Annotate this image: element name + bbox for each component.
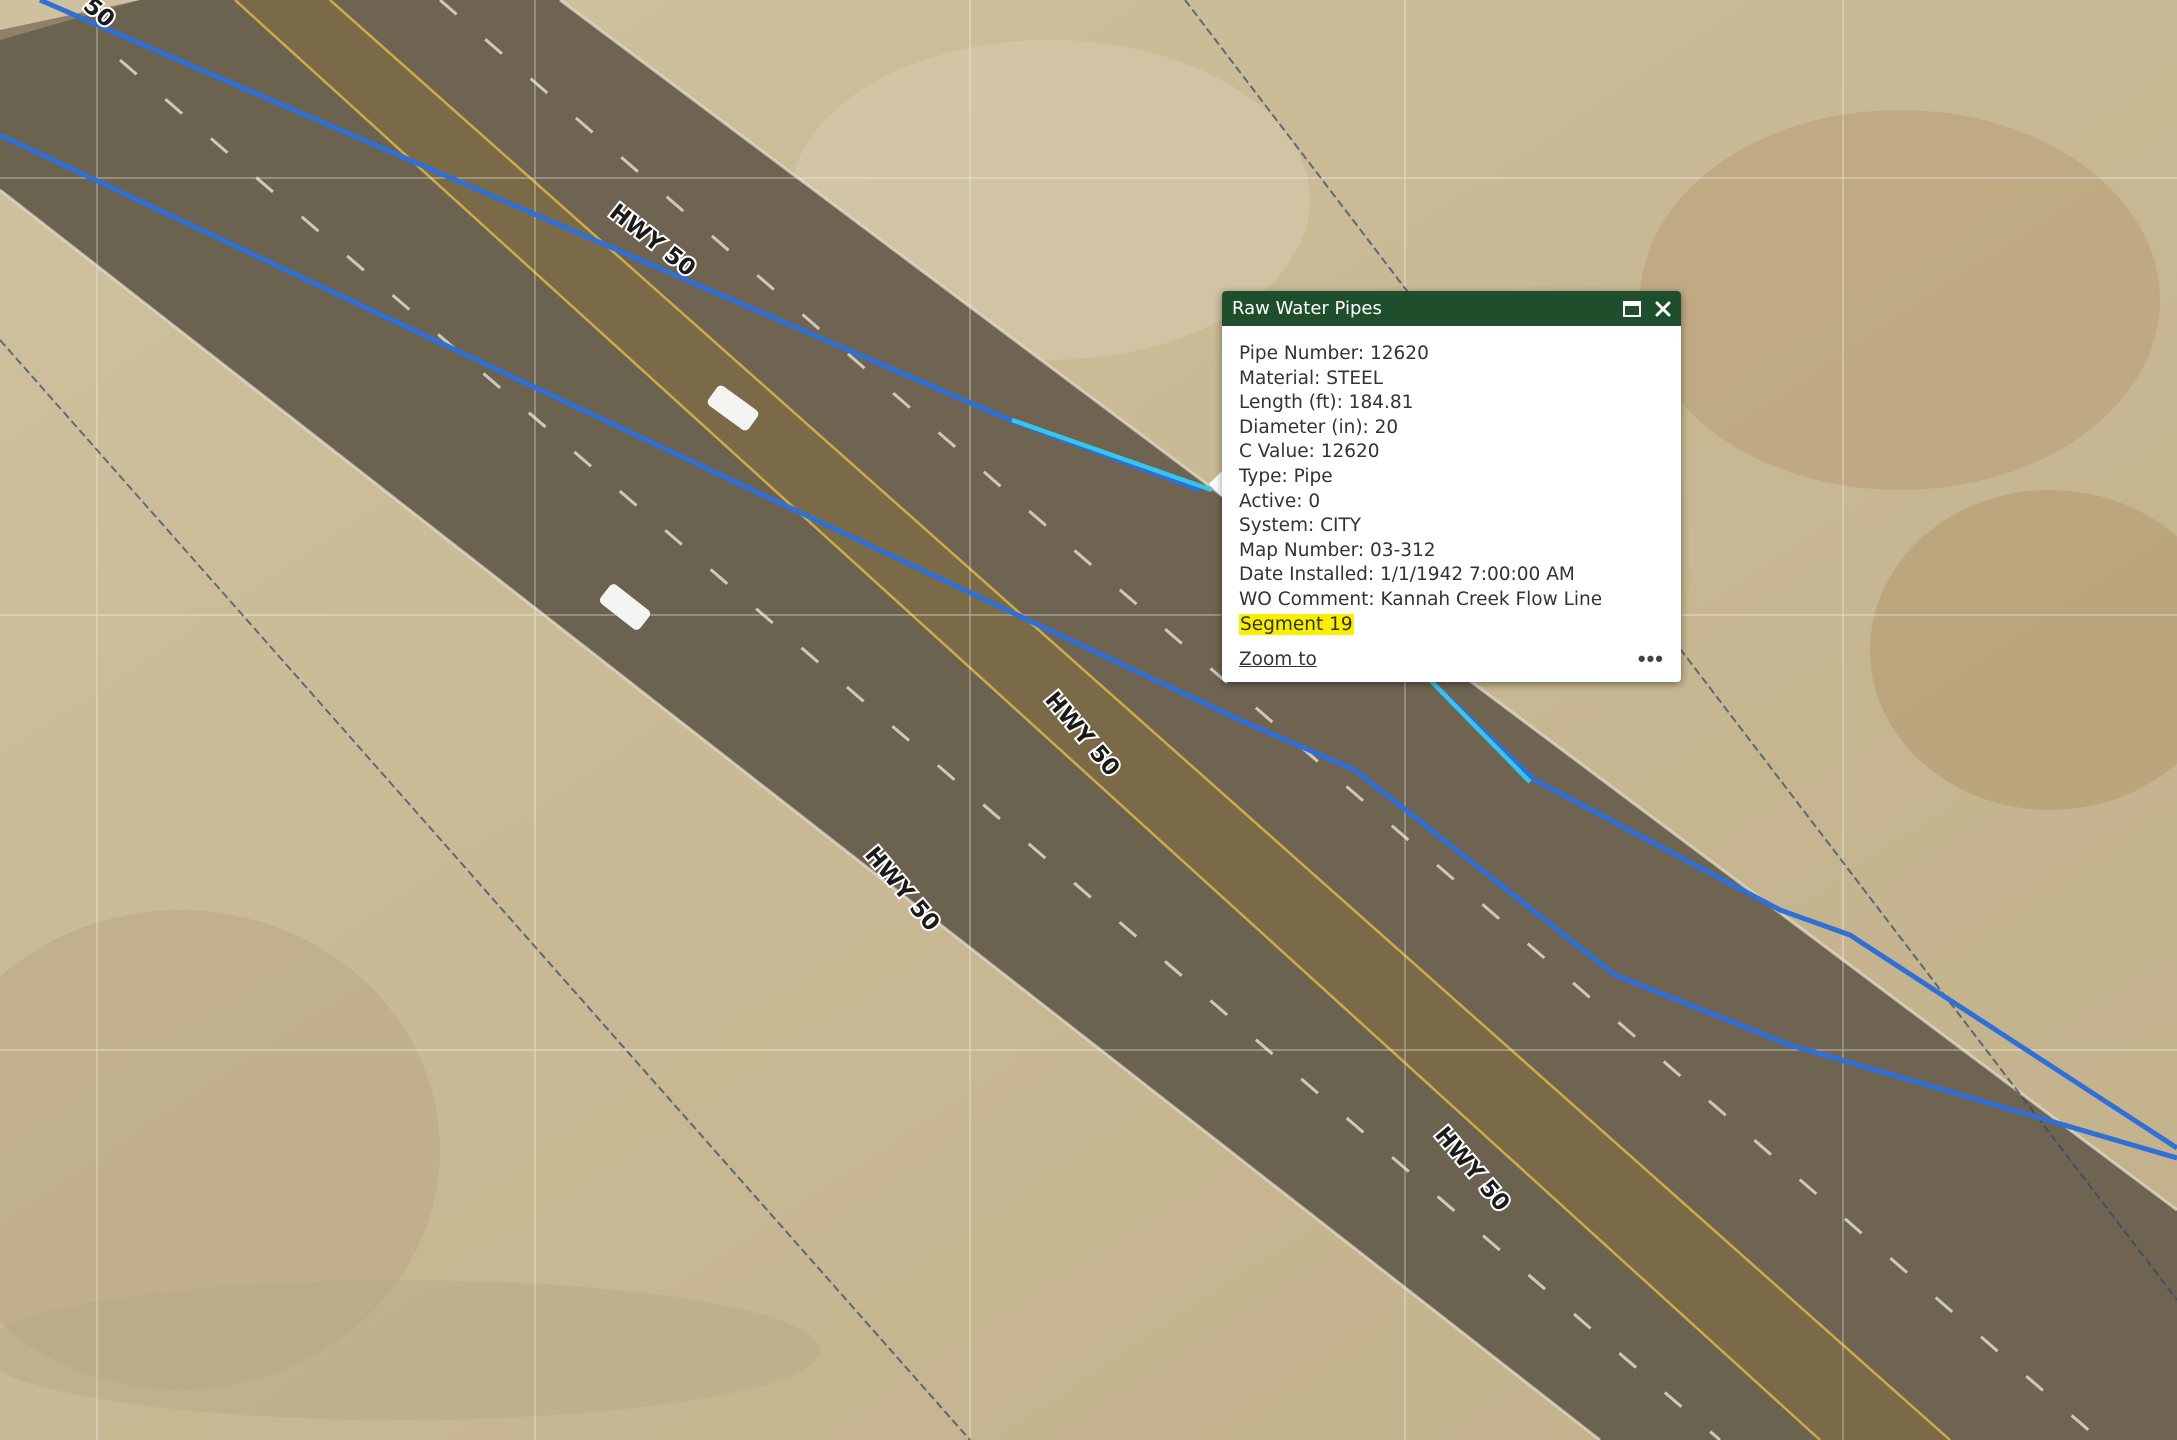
selected-pipe[interactable]: [1011, 417, 1213, 493]
attr-pipe-number: Pipe Number: 12620: [1239, 343, 1429, 364]
attr-diameter: Diameter (in): 20: [1239, 416, 1399, 438]
popup-pointer: [1209, 470, 1223, 498]
attr-type: Type: Pipe: [1239, 465, 1333, 487]
raw-water-pipe[interactable]: [39, 0, 1201, 493]
maximize-icon[interactable]: [1623, 300, 1641, 317]
segment-highlight: Segment 19: [1239, 613, 1354, 635]
attr-length: Length (ft): 184.81: [1239, 392, 1414, 414]
close-icon[interactable]: [1655, 301, 1671, 317]
lane-marking: [439, 0, 2101, 1440]
attr-date-installed: Date Installed: 1/1/1942 7:00:00 AM: [1239, 564, 1575, 586]
raw-water-pipe[interactable]: [0, 132, 2177, 1161]
attr-system: System: CITY: [1239, 515, 1362, 537]
vehicle: [599, 584, 651, 630]
attr-segment: Segment 19: [1239, 613, 1664, 638]
terrain-patch: [1870, 490, 2177, 810]
road-edge-line: [0, 188, 1601, 1440]
attr-wo-comment: WO Comment: Kannah Creek Flow Line: [1239, 588, 1603, 610]
attr-material: Material: STEEL: [1239, 367, 1383, 389]
vehicle: [707, 385, 759, 431]
feature-popup[interactable]: Raw Water Pipes Pipe Number: 12620 Mater…: [1222, 291, 1681, 682]
highway-lanes-north: [330, 0, 2177, 1440]
road-yellow-line: [234, 0, 1821, 1440]
popup-header: Raw Water Pipes: [1222, 291, 1681, 326]
selected-pipe[interactable]: [1428, 678, 1532, 784]
terrain-patch: [1640, 110, 2160, 490]
zoom-to-link[interactable]: Zoom to: [1239, 648, 1317, 670]
parcel-boundary: [0, 339, 971, 1440]
popup-footer: Zoom to •••: [1239, 646, 1664, 672]
highway-lanes-south: [0, 0, 1820, 1440]
lane-marking: [119, 58, 1721, 1440]
popup-attributes: Pipe Number: 12620 Material: STEEL Lengt…: [1222, 326, 1681, 637]
attr-map-number: Map Number: 03-312: [1239, 539, 1436, 561]
raw-water-pipe[interactable]: [1438, 688, 2177, 1151]
parcel-boundary: [1184, 0, 2177, 1301]
highway-median: [235, 0, 1950, 1440]
terrain-patch: [0, 910, 440, 1390]
terrain-patch: [0, 1280, 820, 1420]
popup-title: Raw Water Pipes: [1232, 298, 1382, 319]
more-options-icon[interactable]: •••: [1637, 646, 1664, 671]
popup-controls: [1623, 300, 1671, 317]
attr-active: Active: 0: [1239, 490, 1321, 512]
attr-c-value: C Value: 12620: [1239, 441, 1380, 463]
